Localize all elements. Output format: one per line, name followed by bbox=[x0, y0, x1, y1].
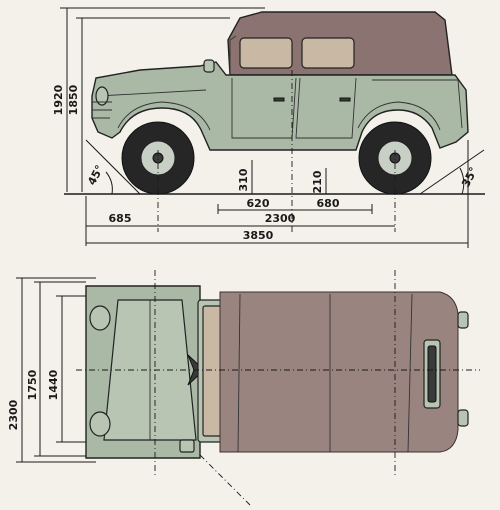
rear-axle-to-ref-label: 680 bbox=[317, 197, 340, 210]
wheelbase-label: 2300 bbox=[265, 212, 296, 225]
approach-angle-line bbox=[85, 139, 141, 195]
right-rear-light bbox=[457, 409, 469, 427]
top-view: 2300 1750 1440 bbox=[7, 270, 480, 506]
front-overhang-label: 685 bbox=[109, 212, 132, 225]
right-mirror bbox=[179, 439, 195, 453]
height-body-label: 1850 bbox=[67, 84, 80, 115]
vehicle-body-side bbox=[91, 61, 469, 151]
front-fender bbox=[117, 101, 211, 131]
departure-angle-line bbox=[419, 149, 485, 195]
rear-door-handle bbox=[339, 97, 351, 102]
front-clearance-label: 310 bbox=[237, 168, 250, 191]
body-width-label: 1750 bbox=[26, 369, 39, 400]
front-door-window bbox=[239, 37, 293, 69]
departure-angle-arc bbox=[459, 167, 465, 195]
rear-wheel bbox=[358, 121, 432, 195]
rear-fender bbox=[357, 101, 441, 131]
front-door-handle bbox=[273, 97, 285, 102]
front-axle-to-ref-label: 620 bbox=[247, 197, 270, 210]
height-total-label: 1920 bbox=[52, 84, 65, 115]
left-headlight bbox=[89, 305, 111, 331]
front-wheel bbox=[121, 121, 195, 195]
side-light bbox=[203, 59, 215, 73]
rear-clearance-label: 210 bbox=[311, 170, 324, 193]
soft-top-roof-plan bbox=[219, 291, 459, 453]
diagonal-reference-line bbox=[199, 454, 251, 506]
departure-angle-label: 35° bbox=[459, 165, 480, 189]
hood-line bbox=[97, 89, 207, 97]
left-rear-light bbox=[457, 311, 469, 329]
approach-angle-label: 45° bbox=[85, 163, 106, 187]
grille bbox=[92, 101, 112, 119]
spare-wheel-slot bbox=[427, 345, 437, 403]
rear-door-window bbox=[301, 37, 355, 69]
headlight bbox=[95, 86, 109, 106]
front-door-panel bbox=[231, 77, 297, 139]
rear-body-panel bbox=[372, 79, 463, 129]
side-view: 1920 1850 bbox=[52, 7, 485, 248]
right-headlight bbox=[89, 411, 111, 437]
windshield-pillar bbox=[229, 35, 237, 75]
roof-seams bbox=[237, 293, 413, 453]
overall-width-label: 2300 bbox=[7, 399, 20, 430]
approach-angle-arc bbox=[105, 171, 113, 195]
track-label: 1440 bbox=[47, 369, 60, 400]
overall-length-label: 3850 bbox=[243, 229, 274, 242]
rear-door-panel bbox=[295, 77, 357, 139]
